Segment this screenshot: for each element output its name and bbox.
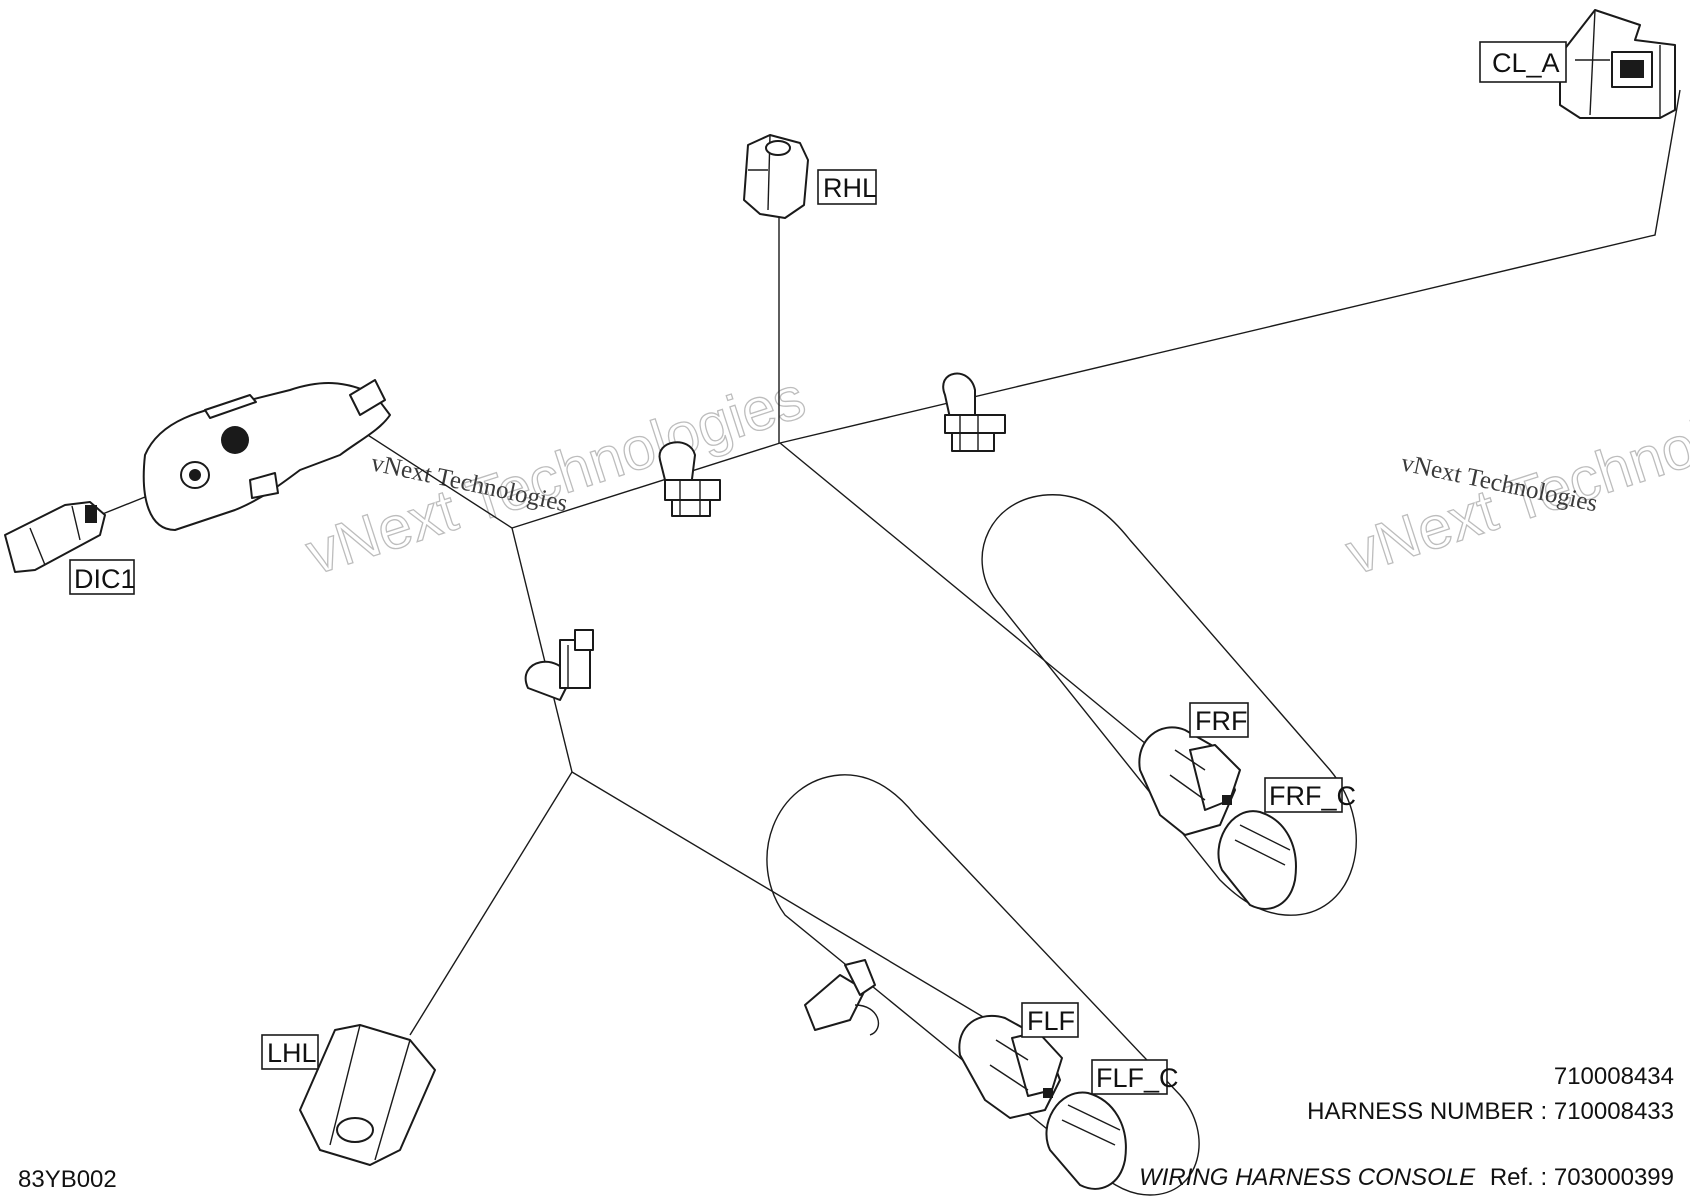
harness-number-label: HARNESS NUMBER : [1307,1098,1548,1125]
dic1-connector[interactable] [4,501,106,573]
rhl-connector[interactable] [743,134,809,219]
rhl-label: RHL [817,169,877,205]
harness-number-value: 710008433 [1553,1098,1674,1125]
watermark-right: vNext Technologies vNext Technologies [1338,363,1690,588]
lhl-label-text: LHL [267,1038,317,1068]
clip-2 [524,629,594,701]
dic1-label-text: DIC1 [74,564,136,594]
frf-c-cap[interactable] [1217,810,1297,910]
clip-3 [942,372,1006,452]
clip-4 [804,959,880,1036]
rhl-label-text: RHL [823,173,877,203]
dic1-label: DIC1 [69,559,136,595]
wire-dic1 [99,494,151,516]
frf-label-text: FRF [1195,706,1247,736]
lhl-label: LHL [261,1034,319,1070]
flf-loop-outline [766,774,1200,1196]
flf-c-cap[interactable] [1045,1091,1127,1190]
lhl-connector[interactable] [299,1024,436,1166]
frf-label: FRF [1189,702,1249,738]
cl-a-label-text: CL_A [1492,48,1560,78]
flf-c-label: FLF_C [1091,1059,1179,1095]
wire-cl-a [779,89,1681,444]
wire-trunk-right [511,442,781,529]
ref-label: Ref. : [1489,1164,1548,1191]
part-number: 710008434 [1553,1063,1674,1090]
flf-label: FLF [1021,1002,1079,1038]
clip-1 [658,441,721,517]
harness-number-line: HARNESS NUMBER : 710008433 [1307,1098,1674,1126]
frf-loop-outline [981,494,1357,916]
wire-frf [779,442,1181,773]
flf-c-label-text: FLF_C [1096,1063,1179,1093]
title-line: WIRING HARNESS CONSOLE Ref. : 703000399 [1139,1164,1674,1192]
drawing-code: 83YB002 [18,1166,117,1193]
frf-c-label-text: FRF_C [1269,781,1356,811]
drawing-title: WIRING HARNESS CONSOLE [1139,1164,1476,1191]
wire-flf [571,771,1006,1031]
cl-a-connector[interactable] [1559,9,1676,119]
ref-number: 703000399 [1553,1164,1674,1191]
grommet-elbow [142,379,391,531]
frf-c-label: FRF_C [1264,777,1356,813]
wire-lhl [409,771,573,1036]
frf-connector[interactable] [1138,726,1241,836]
cl-a-label: CL_A [1479,41,1567,83]
flf-label-text: FLF [1027,1006,1075,1036]
